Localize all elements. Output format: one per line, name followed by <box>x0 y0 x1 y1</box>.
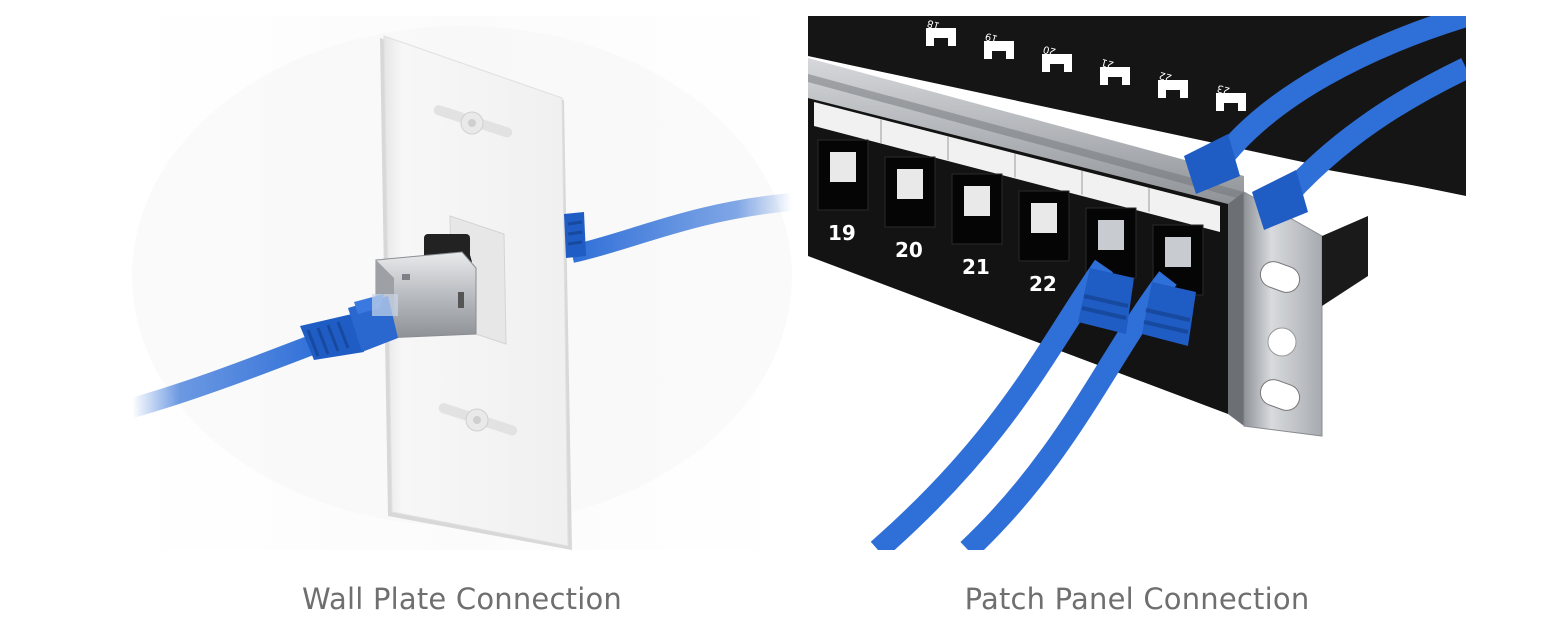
rear-cable-hook: 20 <box>1042 43 1072 72</box>
rear-port-number: 23 <box>1216 82 1231 96</box>
rear-cable-hook: 22 <box>1158 69 1188 98</box>
top-screw <box>433 105 513 138</box>
port-number-label: 22 <box>1029 272 1057 296</box>
rear-port-number: 18 <box>926 17 941 31</box>
wall-plate-illustration <box>132 16 792 550</box>
rear-cable-hook: 19 <box>984 30 1014 59</box>
rear-cable-hook: 21 <box>1100 56 1130 85</box>
rj45-plug-right <box>564 212 586 258</box>
port-number-label: 20 <box>895 238 923 262</box>
rear-cable-hook: 18 <box>926 17 956 46</box>
wall-plate-caption: Wall Plate Connection <box>302 582 622 616</box>
port-number-label: 21 <box>962 255 990 279</box>
rear-port-number: 21 <box>1100 56 1115 70</box>
rj45-boots <box>1078 134 1308 346</box>
keystone-port <box>817 139 869 211</box>
rear-port-number: 22 <box>1158 69 1173 83</box>
port-number-label: 19 <box>828 221 856 245</box>
keystone-port <box>1018 190 1070 262</box>
rear-port-number: 19 <box>984 30 999 44</box>
keystone-port <box>951 173 1003 245</box>
patch-cables <box>870 16 1466 550</box>
rear-cable-hook: 23 <box>1216 82 1246 111</box>
bottom-screw <box>438 403 518 436</box>
rack-ear-bracket <box>1228 191 1368 437</box>
wall-plate-image <box>132 16 792 550</box>
patch-panel-caption: Patch Panel Connection <box>964 582 1310 616</box>
keystone-port <box>884 156 936 228</box>
rj45-plug-left <box>300 294 398 360</box>
rear-port-number: 20 <box>1042 43 1057 57</box>
